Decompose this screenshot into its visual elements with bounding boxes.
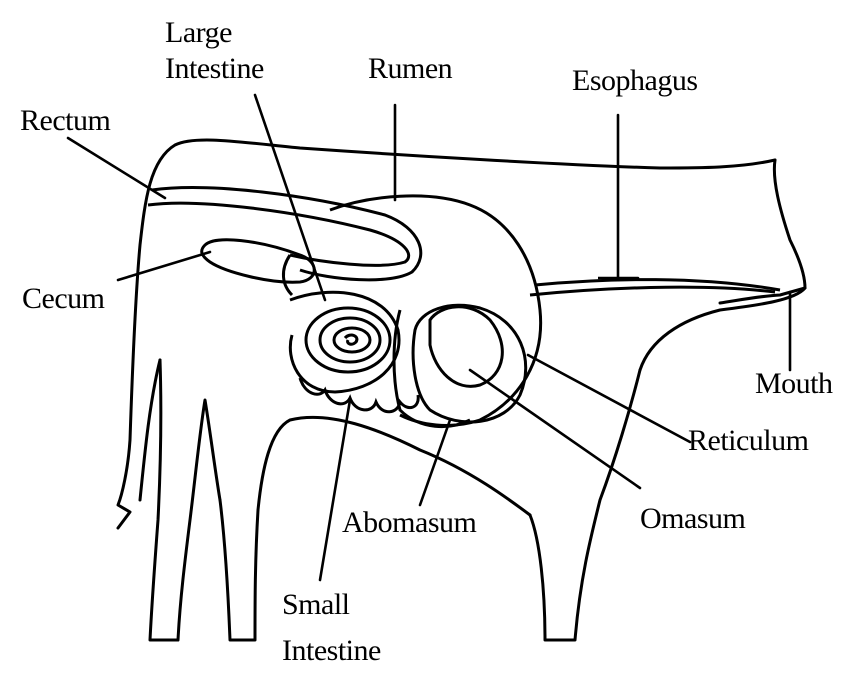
label-omasum: Omasum <box>640 502 745 535</box>
label-cecum: Cecum <box>22 282 105 315</box>
omasum <box>430 307 502 387</box>
cow-rear-leg-outline <box>150 360 220 640</box>
abomasum <box>394 310 470 427</box>
label-small-intestine-line2: Intestine <box>282 634 381 667</box>
label-small-intestine-line1: Small <box>282 588 350 621</box>
spiral-colon <box>290 292 399 392</box>
esophagus <box>530 280 780 295</box>
cow-body-outline <box>118 140 805 640</box>
leader-large-intestine <box>255 95 325 300</box>
leader-cecum <box>118 252 210 280</box>
leader-rectum <box>68 138 165 198</box>
label-large-intestine-line1: Large <box>165 16 232 49</box>
cow-jaw-outline <box>640 288 805 370</box>
label-esophagus: Esophagus <box>572 64 698 97</box>
label-large-intestine-line2: Intestine <box>165 52 264 85</box>
label-rumen: Rumen <box>368 52 453 85</box>
label-rectum: Rectum <box>20 104 110 137</box>
leader-omasum <box>470 370 640 488</box>
leader-reticulum <box>528 355 690 442</box>
label-abomasum: Abomasum <box>342 506 476 539</box>
label-reticulum: Reticulum <box>688 424 809 457</box>
cow-front-leg-outline <box>530 370 640 640</box>
cow-thigh-outline <box>140 360 160 500</box>
cecum <box>202 240 315 282</box>
leader-small-intestine <box>320 400 350 580</box>
labels: Large Intestine Rumen Esophagus Rectum C… <box>20 16 833 667</box>
large-intestine <box>148 188 421 295</box>
cow-head-outline <box>720 160 805 303</box>
label-mouth: Mouth <box>755 367 833 400</box>
leader-esophagus <box>598 115 638 278</box>
